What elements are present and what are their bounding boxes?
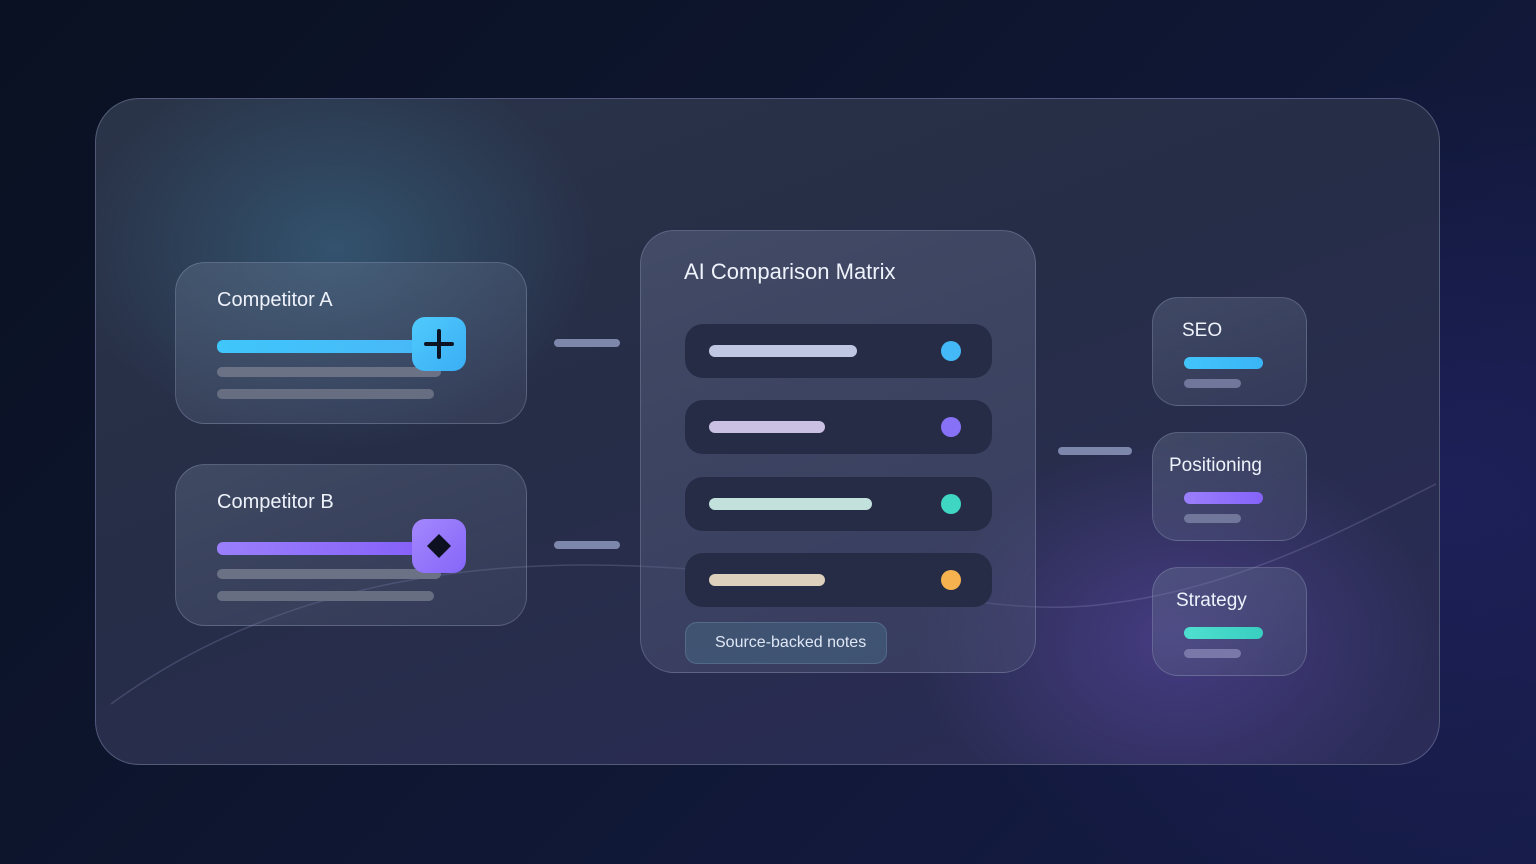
diamond-icon (427, 534, 451, 558)
add-competitor-a-button[interactable] (412, 317, 466, 371)
competitor-a-title: Competitor A (217, 289, 333, 311)
output-positioning-title: Positioning (1169, 455, 1262, 476)
competitor-a-main-bar (217, 340, 427, 353)
output-positioning-card[interactable]: Positioning (1152, 432, 1307, 541)
output-seo-title: SEO (1182, 320, 1223, 341)
output-positioning-bar (1184, 492, 1263, 504)
output-strategy-title: Strategy (1176, 590, 1247, 611)
matrix-row-3[interactable] (685, 477, 992, 531)
status-dot (941, 570, 961, 590)
matrix-row-bar (709, 345, 857, 357)
output-strategy-card[interactable]: Strategy (1152, 567, 1307, 676)
source-backed-notes-button[interactable]: Source-backed notes (685, 622, 887, 664)
competitor-b-title: Competitor B (217, 491, 334, 513)
matrix-title: AI Comparison Matrix (684, 259, 896, 284)
connector-a (554, 339, 620, 347)
matrix-row-bar (709, 574, 825, 586)
competitor-a-card[interactable]: Competitor A (175, 262, 527, 424)
competitor-b-line-2 (217, 591, 434, 601)
matrix-row-2[interactable] (685, 400, 992, 454)
matrix-row-1[interactable] (685, 324, 992, 378)
matrix-row-bar (709, 421, 825, 433)
output-strategy-bar (1184, 627, 1263, 639)
comparison-matrix-card: AI Comparison Matrix Source-backed notes (640, 230, 1036, 673)
competitor-b-card[interactable]: Competitor B (175, 464, 527, 626)
competitor-b-main-bar (217, 542, 427, 555)
status-dot (941, 341, 961, 361)
status-dot (941, 494, 961, 514)
competitor-a-line-2 (217, 389, 434, 399)
output-strategy-subline (1184, 649, 1241, 658)
output-seo-card[interactable]: SEO (1152, 297, 1307, 406)
output-positioning-subline (1184, 514, 1241, 523)
status-dot (941, 417, 961, 437)
matrix-row-4[interactable] (685, 553, 992, 607)
competitor-b-handle-button[interactable] (412, 519, 466, 573)
connector-b (554, 541, 620, 549)
competitor-a-line-1 (217, 367, 441, 377)
output-seo-bar (1184, 357, 1263, 369)
competitor-b-line-1 (217, 569, 441, 579)
matrix-row-bar (709, 498, 872, 510)
plus-icon (424, 329, 454, 359)
connector-output (1058, 447, 1132, 455)
output-seo-subline (1184, 379, 1241, 388)
